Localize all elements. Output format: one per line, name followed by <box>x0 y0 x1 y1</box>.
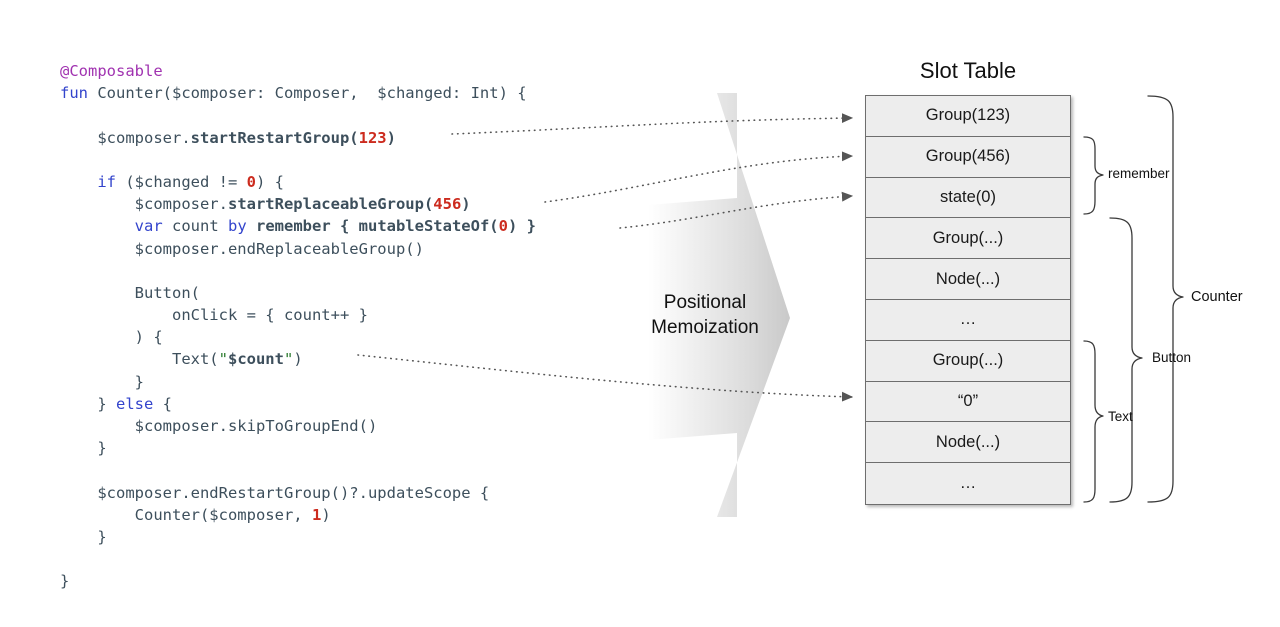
code-token: } <box>60 439 107 458</box>
code-token: 0 <box>498 217 508 236</box>
code-token: else <box>116 394 154 413</box>
bracket-label-remember: remember <box>1108 166 1170 181</box>
code-line: } <box>60 371 700 393</box>
code-line: $composer.endRestartGroup()?.updateScope… <box>60 482 700 504</box>
slot-row: Group(123) <box>866 96 1070 137</box>
code-line <box>60 149 700 171</box>
bracket-label-text: Text <box>1108 409 1133 424</box>
code-token: by <box>227 217 247 236</box>
slot-table: Group(123) Group(456) state(0) Group(...… <box>865 95 1071 505</box>
code-token: { <box>153 394 172 413</box>
code-token: Counter($composer: Composer, $changed: I… <box>97 84 527 103</box>
slot-row: Group(...) <box>866 340 1070 382</box>
code-line <box>60 548 700 570</box>
code-line: } else { <box>60 393 700 415</box>
code-token: ) <box>293 350 303 369</box>
code-token: ) <box>461 195 471 214</box>
code-line: var count by remember { mutableStateOf(0… <box>60 215 700 237</box>
code-token: $composer.endRestartGroup()?.updateScope… <box>60 483 490 502</box>
code-line: $composer.startReplaceableGroup(456) <box>60 193 700 215</box>
slot-row: state(0) <box>866 177 1070 219</box>
code-line: } <box>60 526 700 548</box>
code-token: Button( <box>60 283 200 302</box>
code-token: $composer. <box>60 195 228 214</box>
code-token: ) { <box>256 172 284 191</box>
code-line <box>60 104 700 126</box>
code-token: startReplaceableGroup( <box>227 195 434 214</box>
code-line: ) { <box>60 326 700 348</box>
slot-row: Group(...) <box>866 218 1070 260</box>
code-token: 0 <box>246 172 256 191</box>
slot-row: … <box>866 463 1070 504</box>
bracket-label-counter: Counter <box>1191 289 1243 305</box>
code-token: } <box>60 527 107 546</box>
code-line <box>60 459 700 481</box>
code-token: " <box>218 350 228 369</box>
code-token: } <box>60 572 70 591</box>
code-line: if ($changed != 0) { <box>60 171 700 193</box>
bracket-text <box>1083 340 1104 503</box>
code-token: var <box>134 217 163 236</box>
code-listing: @Composable fun Counter($composer: Compos… <box>60 60 700 593</box>
bracket-counter <box>1147 95 1184 503</box>
code-line: } <box>60 570 700 592</box>
code-token <box>60 217 135 235</box>
code-token: 1 <box>311 505 322 524</box>
code-line: fun Counter($composer: Composer, $change… <box>60 82 700 104</box>
code-line: Text("$count") <box>60 348 700 370</box>
code-token: $composer. <box>60 128 191 147</box>
code-line: $composer.endReplaceableGroup() <box>60 238 700 260</box>
slot-brackets <box>1083 95 1184 503</box>
code-token: $composer.skipToGroupEnd() <box>60 417 378 435</box>
code-token: ) <box>321 505 331 524</box>
code-line <box>60 260 700 282</box>
code-token: ) { <box>60 328 163 347</box>
code-token: " <box>283 350 294 369</box>
code-token: Text( <box>60 350 219 369</box>
code-line: } <box>60 437 700 459</box>
code-line: $composer.skipToGroupEnd() <box>60 415 700 437</box>
code-token: 456 <box>433 195 462 214</box>
code-token: ) } <box>507 217 536 236</box>
bracket-remember <box>1083 136 1104 215</box>
code-line: @Composable <box>60 60 700 82</box>
arrow-label-line2: Memoization <box>651 317 759 338</box>
slot-table-title: Slot Table <box>919 58 1017 83</box>
code-token: $count <box>227 350 284 369</box>
code-token: ($changed != <box>116 172 247 191</box>
code-token: count <box>162 217 228 236</box>
code-token: if <box>97 172 116 191</box>
code-token: onClick = { count++ } <box>60 306 368 325</box>
code-line: Counter($composer, 1) <box>60 504 700 526</box>
bracket-button <box>1109 217 1143 503</box>
code-token: fun <box>60 84 98 103</box>
arrow-label-line1: Positional <box>663 292 747 313</box>
code-token: $composer.endReplaceableGroup() <box>60 239 424 258</box>
slot-row: Group(456) <box>866 136 1070 178</box>
code-token: remember { mutableStateOf( <box>256 217 499 236</box>
code-token: Counter($composer, <box>60 505 312 524</box>
code-token: startRestartGroup( <box>190 128 359 147</box>
slot-row: … <box>866 299 1070 341</box>
slot-row: “0” <box>866 381 1070 423</box>
slot-row: Node(...) <box>866 422 1070 464</box>
positional-memoization-label: Positional Memoization <box>620 290 790 340</box>
code-line: onClick = { count++ } <box>60 304 700 326</box>
code-token: ) <box>386 128 396 147</box>
bracket-label-button: Button <box>1152 350 1192 365</box>
code-token: 123 <box>358 128 387 147</box>
code-line: $composer.startRestartGroup(123) <box>60 127 700 149</box>
slot-row: Node(...) <box>866 259 1070 300</box>
code-token <box>247 217 256 235</box>
code-token: } <box>60 372 144 391</box>
code-token: } <box>60 394 116 413</box>
code-token <box>60 173 97 191</box>
code-line: Button( <box>60 282 700 304</box>
code-token: @Composable <box>60 62 163 80</box>
